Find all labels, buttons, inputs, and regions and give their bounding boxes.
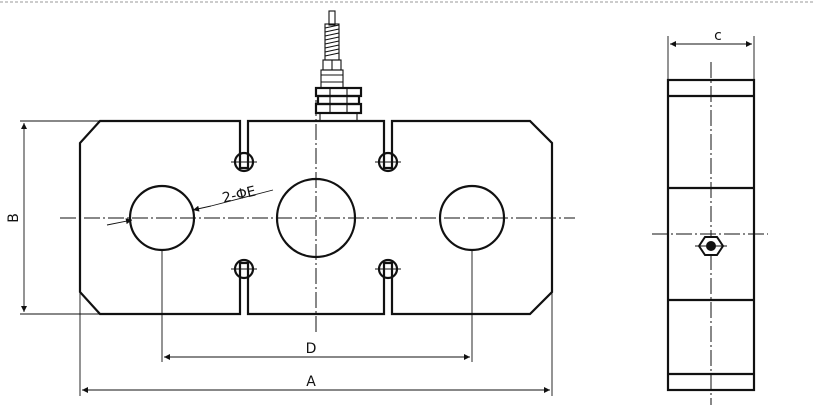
dimension-d: D [164,341,470,360]
side-cable-fitting [695,236,727,256]
slot-keyholes [231,151,401,280]
dimension-a: A [79,292,553,396]
side-view: c [652,28,768,405]
dimension-d-label: D [306,341,317,357]
front-view: B D A 2-ΦE [6,10,575,396]
dimension-c-label: c [714,28,722,44]
keyhole-bottom-right [375,258,401,280]
keyhole-top-right [375,151,401,173]
hole-diameter-callout: 2-ΦE [106,184,274,226]
dimension-b-label: B [6,213,22,223]
dimension-b: B [6,120,100,315]
keyhole-top-left [231,151,257,173]
load-cell-body-outline [78,119,554,316]
dimension-c: c [667,28,755,80]
dimension-a-label: A [306,374,316,390]
keyhole-bottom-left [231,258,257,280]
cable-connector [314,10,363,122]
hole-callout-label: 2-ΦE [221,184,258,207]
